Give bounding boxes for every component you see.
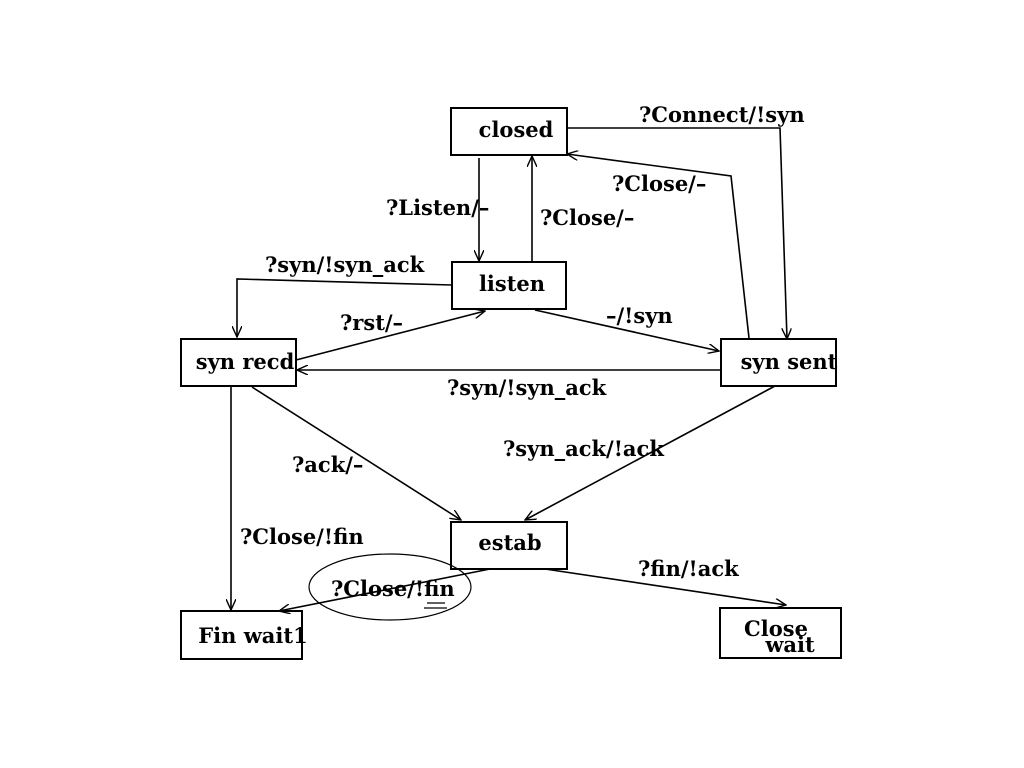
edge-estab-to-fin-wait1 (279, 568, 491, 611)
state-syn-recd-label: syn recd (196, 349, 295, 374)
label-syn-recd-to-listen: ?rst/– (340, 310, 403, 335)
state-listen: listen (451, 261, 567, 310)
state-close-wait-label-line1: Close (744, 616, 808, 641)
state-syn-sent: syn sent (720, 338, 838, 387)
label-syn-recd-to-estab: ?ack/– (292, 452, 363, 477)
state-estab: estab (450, 521, 568, 570)
label-syn-sent-to-syn-recd: ?syn/!syn_ack (447, 375, 607, 400)
state-close-wait: Close wait (719, 607, 842, 659)
state-closed-label: closed (479, 117, 554, 142)
edge-syn-recd-to-estab (251, 386, 461, 520)
state-close-wait-label-line2: wait (764, 632, 815, 657)
label-listen-to-syn-recd: ?syn/!syn_ack (265, 252, 425, 277)
label-estab-to-fin-wait1: ?Close/!fin (331, 576, 455, 601)
edge-syn-sent-to-closed (567, 154, 750, 339)
label-syn-recd-to-fin-wait1: ?Close/!fin (240, 524, 364, 549)
edge-estab-to-close-wait (544, 568, 786, 605)
edge-closed-to-syn-sent (567, 127, 787, 339)
label-listen-to-closed: ?Close/– (540, 205, 634, 230)
state-closed: closed (450, 107, 568, 156)
label-closed-to-listen: ?Listen/– (386, 195, 489, 220)
state-listen-label: listen (479, 271, 545, 296)
edge-listen-to-syn-sent (534, 309, 719, 351)
label-syn-sent-to-estab: ?syn_ack/!ack (503, 436, 664, 461)
annotation-circle (308, 553, 472, 621)
label-syn-sent-to-closed: ?Close/– (612, 171, 706, 196)
state-syn-recd: syn recd (180, 338, 297, 387)
state-estab-label: estab (478, 530, 541, 555)
edge-syn-recd-to-listen (295, 311, 485, 361)
edge-syn-sent-to-estab (525, 385, 776, 520)
label-closed-to-syn-sent: ?Connect/!syn (639, 102, 805, 127)
label-estab-to-close-wait: ?fin/!ack (638, 556, 739, 581)
edge-listen-to-syn-recd (237, 278, 453, 337)
label-listen-to-syn-sent: –/!syn (606, 303, 673, 328)
state-syn-sent-label: syn sent (741, 349, 838, 374)
state-fin-wait1-label: Fin wait1 (198, 623, 307, 648)
state-fin-wait1: Fin wait1 (180, 610, 308, 660)
